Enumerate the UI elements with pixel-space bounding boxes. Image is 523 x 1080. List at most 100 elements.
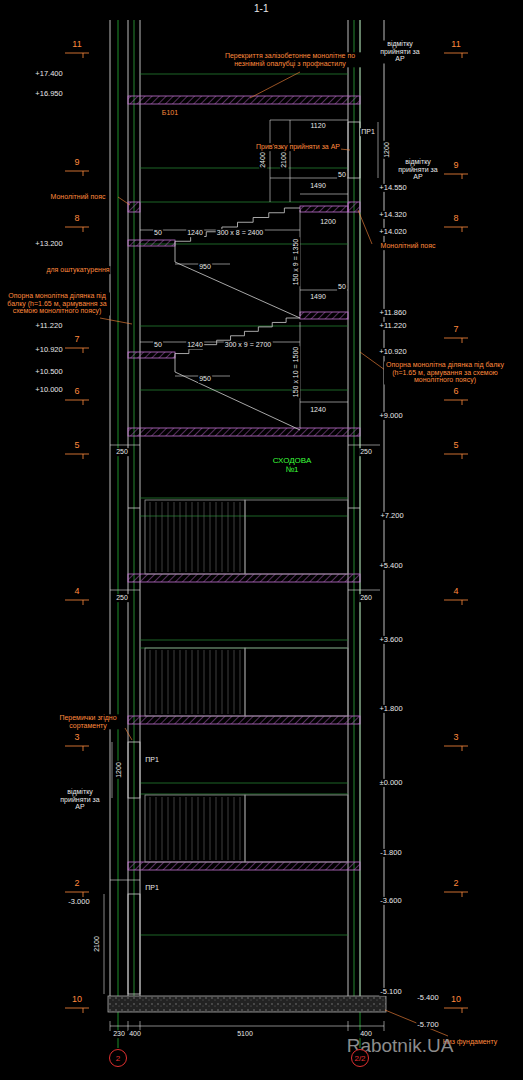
stair-tread <box>210 502 211 572</box>
level-flag <box>444 746 468 751</box>
level-flag <box>65 892 89 897</box>
level-number: 4 <box>452 587 459 597</box>
note: Монолітний пояс <box>50 193 107 201</box>
stair-tread <box>180 502 181 572</box>
stair-tread <box>204 650 205 714</box>
stair-tread <box>216 650 217 714</box>
level-number: 10 <box>71 995 83 1005</box>
note: Б101 <box>161 109 179 117</box>
stair-tread <box>228 650 229 714</box>
elevation-mark: +17.400 <box>34 70 63 78</box>
stair-tread <box>240 502 241 572</box>
dimension: 2400 <box>259 151 267 169</box>
elevation-mark: -3.600 <box>379 897 402 905</box>
stair-tread <box>234 502 235 572</box>
dimension: 300 x 8 = 2400 <box>216 229 265 237</box>
level-number: 7 <box>452 325 459 335</box>
dimension: ПР1 <box>144 884 160 892</box>
dimension: 1200 <box>319 218 337 226</box>
elevation-mark: +16.950 <box>34 90 63 98</box>
level-flag <box>444 400 468 405</box>
elevation-mark: +14.320 <box>378 211 407 219</box>
stair-tread <box>228 797 229 860</box>
stair-flight <box>175 358 176 372</box>
level-number: 5 <box>452 441 459 451</box>
level-flag <box>444 227 468 232</box>
axis-label: 2/2 <box>354 1054 365 1063</box>
stair-tread <box>156 650 157 714</box>
level-flag <box>444 454 468 459</box>
stair-flight <box>140 428 348 862</box>
axis-label: 2 <box>116 1054 120 1063</box>
elevation-mark: +5.400 <box>378 562 403 570</box>
dimension: 2100 <box>93 935 101 953</box>
note: Прив'язку прийняти за АР <box>255 143 341 151</box>
elevation-mark: +14.550 <box>378 184 407 192</box>
stair-tread <box>180 797 181 860</box>
axis-marker: 2/2 <box>351 1049 369 1067</box>
stair-tread <box>204 502 205 572</box>
stair-tread <box>186 650 187 714</box>
stair-tread <box>156 502 157 572</box>
level-number: 2 <box>73 879 80 889</box>
elevation-mark: -5.100 <box>379 988 402 996</box>
dimension: 50 <box>153 341 163 349</box>
elevation-mark: -5.700 <box>416 1021 439 1029</box>
stair-tread <box>240 650 241 714</box>
stair-tread <box>156 797 157 860</box>
elevation-mark: +10.920 <box>378 348 407 356</box>
level-number: 4 <box>73 587 80 597</box>
level-flag <box>65 171 89 176</box>
note: Монолітний пояс <box>380 242 437 250</box>
level-number: 11 <box>71 40 82 50</box>
note: відмітку прийняти за АР <box>54 788 106 811</box>
level-flag <box>65 400 89 405</box>
note: відмітку прийняти за АР <box>392 158 444 181</box>
stair-tread <box>162 650 163 714</box>
wall-centerline <box>134 20 354 996</box>
stair-tread <box>222 502 223 572</box>
stair-tread <box>210 650 211 714</box>
level-number: 6 <box>73 387 80 397</box>
stair-tread <box>198 650 199 714</box>
dimension: 1200 <box>115 761 123 779</box>
dimension: 260 <box>359 594 373 602</box>
dimension: 230 <box>112 1030 126 1038</box>
level-flag <box>444 600 468 605</box>
stair-tread <box>180 650 181 714</box>
level-flag <box>65 746 89 751</box>
stair-flight <box>175 372 300 430</box>
stair-flight <box>175 318 300 358</box>
elevation-mark: +11.220 <box>35 322 64 330</box>
stair-tread <box>198 502 199 572</box>
foundation <box>108 996 386 1012</box>
level-flag <box>444 53 468 58</box>
elevation-mark: +3.600 <box>378 636 403 644</box>
dimension: 5100 <box>236 1030 254 1038</box>
dimension: 2100 <box>280 151 288 169</box>
level-flag <box>444 892 468 897</box>
dimension: 50 <box>337 283 347 291</box>
dimension: 400 <box>128 1030 142 1038</box>
stair-tread <box>228 502 229 572</box>
elevation-mark: +9.000 <box>378 412 403 420</box>
dimension: 50 <box>337 171 347 179</box>
level-flag <box>65 53 89 58</box>
stair-tread <box>186 502 187 572</box>
dimension: 150 x 9 = 1350 <box>292 238 300 287</box>
dimension-line <box>104 120 384 1031</box>
dimension: 150 x 10 = 1500 <box>292 346 300 398</box>
note: Перекриття залізобетонне монолітне по не… <box>214 52 366 67</box>
stair-tread <box>234 797 235 860</box>
stair-tread <box>240 797 241 860</box>
dimension: 300 x 9 = 2700 <box>224 341 273 349</box>
dimension: 250 <box>115 594 129 602</box>
axis-line <box>118 20 119 1048</box>
stair-tread <box>192 502 193 572</box>
note: Опорна монолітна ділянка під балку (h=1.… <box>4 292 110 315</box>
level-number: 6 <box>452 387 459 397</box>
dimension: 1240 <box>186 341 204 349</box>
level-number: 9 <box>452 161 459 171</box>
dimension: 1240 <box>186 229 204 237</box>
level-number: 3 <box>452 733 459 743</box>
